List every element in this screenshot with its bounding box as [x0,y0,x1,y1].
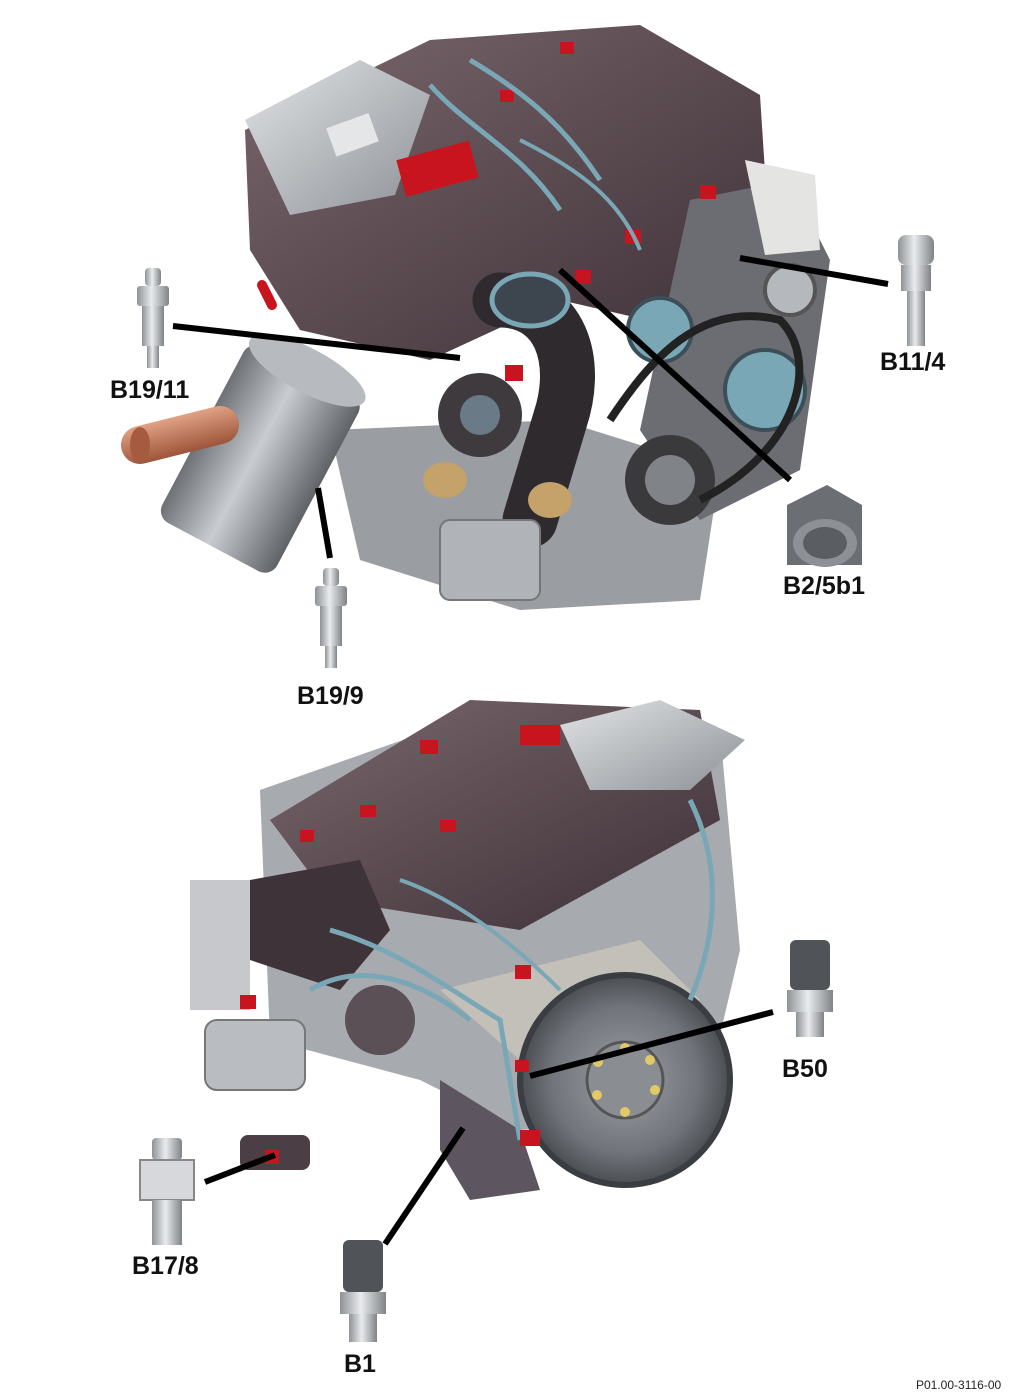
engine-bottom-view [190,700,745,1200]
leader-b11-4 [739,255,889,287]
label-b2-5b1: B2/5b1 [783,572,865,600]
label-b19-9: B19/9 [297,682,364,710]
sensor-b19-9-icon [315,568,347,668]
sensor-b17-8-icon [139,1138,195,1245]
leader-b2-5b1 [557,267,793,483]
red-connector [396,140,479,197]
label-b50: B50 [782,1055,828,1083]
sensor-b2-5b1-icon [787,485,862,567]
leader-b50 [529,1009,774,1079]
label-b11-4: B11/4 [880,348,946,376]
label-b17-8: B17/8 [132,1252,199,1280]
sensor-b11-4-icon [898,235,934,346]
sensor-b50-icon [787,940,833,1037]
leader-b19-9 [315,487,333,559]
engine-top-view [121,25,830,610]
coolant-reservoir [745,160,820,255]
ecu-housing-2 [560,700,745,790]
sensor-b1-icon [340,1240,386,1342]
leader-b17-8 [203,1152,277,1185]
figure-reference: P01.00-3116-00 [916,1378,1002,1392]
label-b1: B1 [344,1350,376,1378]
label-b19-11: B19/11 [110,376,190,404]
exhaust-pipe [121,406,239,464]
sensor-b19-11-icon [137,268,169,368]
particulate-filter [160,344,360,573]
leader-b1 [382,1126,466,1246]
leader-b19-11 [172,323,461,361]
leader-lines [172,255,889,1246]
